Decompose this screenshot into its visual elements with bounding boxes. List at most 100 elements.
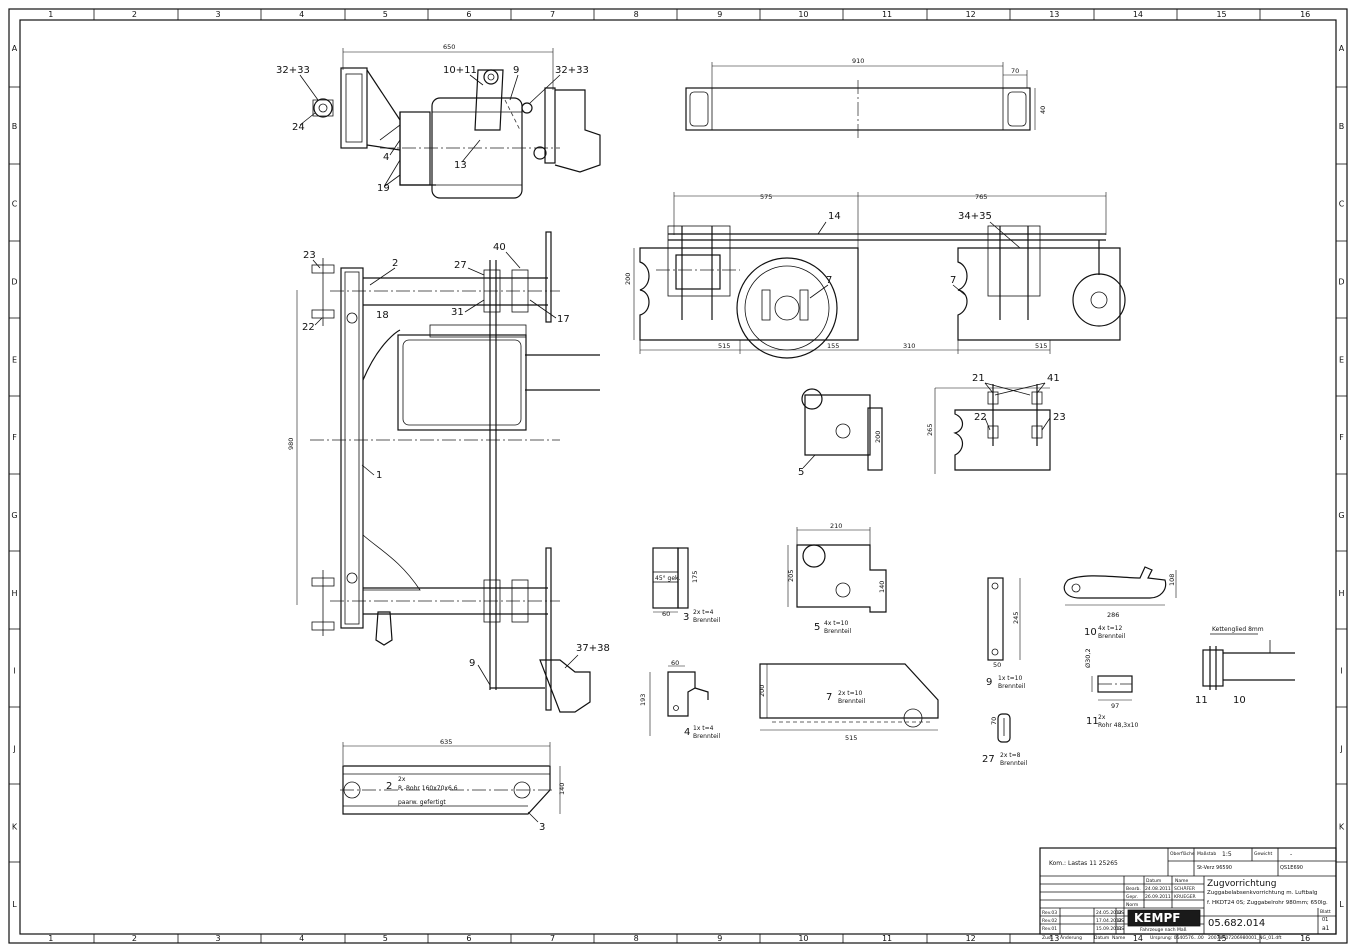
grid-row-left-H: H xyxy=(11,589,17,598)
callout-18: 18 xyxy=(376,310,389,321)
grid-col-bottom-16: 16 xyxy=(1300,934,1310,943)
tb-bearb-date: 24.08.2011 xyxy=(1145,886,1171,892)
grid-col-bottom-15: 15 xyxy=(1216,934,1226,943)
callout-10-det: 10 xyxy=(1233,695,1246,706)
part-2-detail xyxy=(340,742,561,815)
tb-blaetter: a1 xyxy=(1322,925,1330,932)
tb-gewicht: - xyxy=(1290,851,1292,858)
grid-row-left-J: J xyxy=(12,744,15,753)
dim-60: 60 xyxy=(662,610,670,618)
part-3-detail xyxy=(652,547,689,613)
plan-view xyxy=(296,231,600,713)
callout-19: 19 xyxy=(377,183,390,194)
callout-2-plan: 2 xyxy=(392,258,398,269)
part-4-detail xyxy=(649,665,709,736)
dim-193: 193 xyxy=(639,694,647,706)
grid-col-top-6: 6 xyxy=(466,10,471,19)
part-11-detail xyxy=(1091,675,1133,701)
tb-title: Zugvorrichtung xyxy=(1207,879,1276,889)
side-view-top-left xyxy=(312,48,601,199)
grid-col-bottom-14: 14 xyxy=(1133,934,1143,943)
callout-22-det: 22 xyxy=(974,412,987,423)
grid-row-left-B: B xyxy=(12,122,18,131)
part-7-desc: Brennteil xyxy=(838,698,865,705)
leaders-det-21 xyxy=(984,382,1051,431)
grid-col-bottom-5: 5 xyxy=(383,934,388,943)
tb-oberflaeche: Oberfläche xyxy=(1170,851,1195,857)
grid-col-bottom-1: 1 xyxy=(48,934,53,943)
tb-norm: Norm xyxy=(1126,902,1138,908)
tb-company-sub: Fahrzeuge nach Maß xyxy=(1140,927,1187,933)
grid-row-left-D: D xyxy=(11,277,17,286)
callout-23-det: 23 xyxy=(1053,412,1066,423)
tb-rev3: Rev.03 xyxy=(1042,910,1057,916)
dim-140: 140 xyxy=(878,581,886,593)
part-2-num: 2 xyxy=(386,781,392,792)
callout-34-35: 34+35 xyxy=(958,211,992,222)
dim-765: 765 xyxy=(975,193,987,201)
tb-rev2-date: 17.04.2012 xyxy=(1096,918,1122,924)
part-11-qty: 2x xyxy=(1098,714,1106,721)
callout-5-view: 5 xyxy=(798,467,804,478)
grid-col-bottom-13: 13 xyxy=(1049,934,1059,943)
tb-massstab-label: Maßstab xyxy=(1197,851,1216,857)
dim-515-7: 515 xyxy=(845,734,857,742)
dim-108: 108 xyxy=(1168,574,1176,586)
grid-col-top-11: 11 xyxy=(882,10,892,19)
dim-515b: 515 xyxy=(1035,342,1047,350)
part-5-qty: 4x t=10 xyxy=(824,620,848,627)
dim-286: 286 xyxy=(1107,611,1119,619)
dim-210: 210 xyxy=(830,522,842,530)
callout-41: 41 xyxy=(1047,373,1060,384)
dim-910: 910 xyxy=(852,57,864,65)
grid-row-left-F: F xyxy=(12,433,17,442)
part-9-qty: 1x t=10 xyxy=(998,675,1022,682)
part-4-qty: 1x t=4 xyxy=(693,725,714,732)
part-3-num: 3 xyxy=(683,612,689,623)
tb-rev1: Rev.01 xyxy=(1042,926,1057,932)
tb-aenderung: Änderung xyxy=(1060,934,1082,941)
part-10-desc: Brennteil xyxy=(1098,633,1125,640)
part-2-note: paarw. gefertigt xyxy=(398,799,446,806)
tb-datum2: Datum xyxy=(1094,935,1109,941)
tb-subtitle2: f. HKDT24 0S; Zuggabelrohr 980mm; 650lg. xyxy=(1207,900,1328,906)
leader-3 xyxy=(527,811,539,823)
tb-werkstoff: QS1E690 xyxy=(1280,865,1303,871)
grid-col-top-8: 8 xyxy=(634,10,639,19)
callout-9-plan: 9 xyxy=(469,658,475,669)
grid-row-right-E: E xyxy=(1339,355,1344,364)
tb-subtitle1: Zuggabelabsenkvorrichtung m. Luftbalg xyxy=(1207,890,1317,896)
dim-200-5: 200 xyxy=(874,431,882,443)
tb-material: St-Verz 96590 xyxy=(1197,865,1232,871)
part-11-desc: Rohr 48,3x10 xyxy=(1098,722,1138,729)
dim-205: 205 xyxy=(787,570,795,582)
grid-row-right-K: K xyxy=(1339,822,1345,831)
dim-635: 635 xyxy=(440,738,452,746)
grid-row-right-H: H xyxy=(1338,589,1344,598)
tb-gepr-date: 26.09.2011 xyxy=(1145,894,1171,900)
dim-97: 97 xyxy=(1111,702,1119,710)
grid-col-top-9: 9 xyxy=(717,10,722,19)
dim-430: Ø30,2 xyxy=(1084,648,1092,668)
callout-31: 31 xyxy=(451,307,464,318)
grid-row-right-G: G xyxy=(1338,511,1344,520)
tb-zust: Zust. xyxy=(1042,935,1053,941)
grid-col-bottom-2: 2 xyxy=(132,934,137,943)
grid-col-top-14: 14 xyxy=(1133,10,1143,19)
callout-3-det: 3 xyxy=(539,822,545,833)
dim-245: 245 xyxy=(1012,612,1020,624)
part-11-num: 11 xyxy=(1086,716,1099,727)
grid-col-top-10: 10 xyxy=(798,10,808,19)
tb-file: 20078A07206980001_NG_01.dft xyxy=(1208,935,1282,941)
callout-37-38: 37+38 xyxy=(576,643,610,654)
part-27-desc: Brennteil xyxy=(1000,760,1027,767)
leaders-plan xyxy=(312,251,579,686)
tb-blatt-label: Blatt xyxy=(1320,909,1331,915)
grid-col-bottom-3: 3 xyxy=(216,934,221,943)
part-5-view xyxy=(801,388,883,471)
part-3-desc: Brennteil xyxy=(693,617,720,624)
grid-col-bottom-8: 8 xyxy=(634,934,639,943)
grid-col-top-5: 5 xyxy=(383,10,388,19)
part-9-detail xyxy=(987,577,1021,661)
part-9-desc: Brennteil xyxy=(998,683,1025,690)
